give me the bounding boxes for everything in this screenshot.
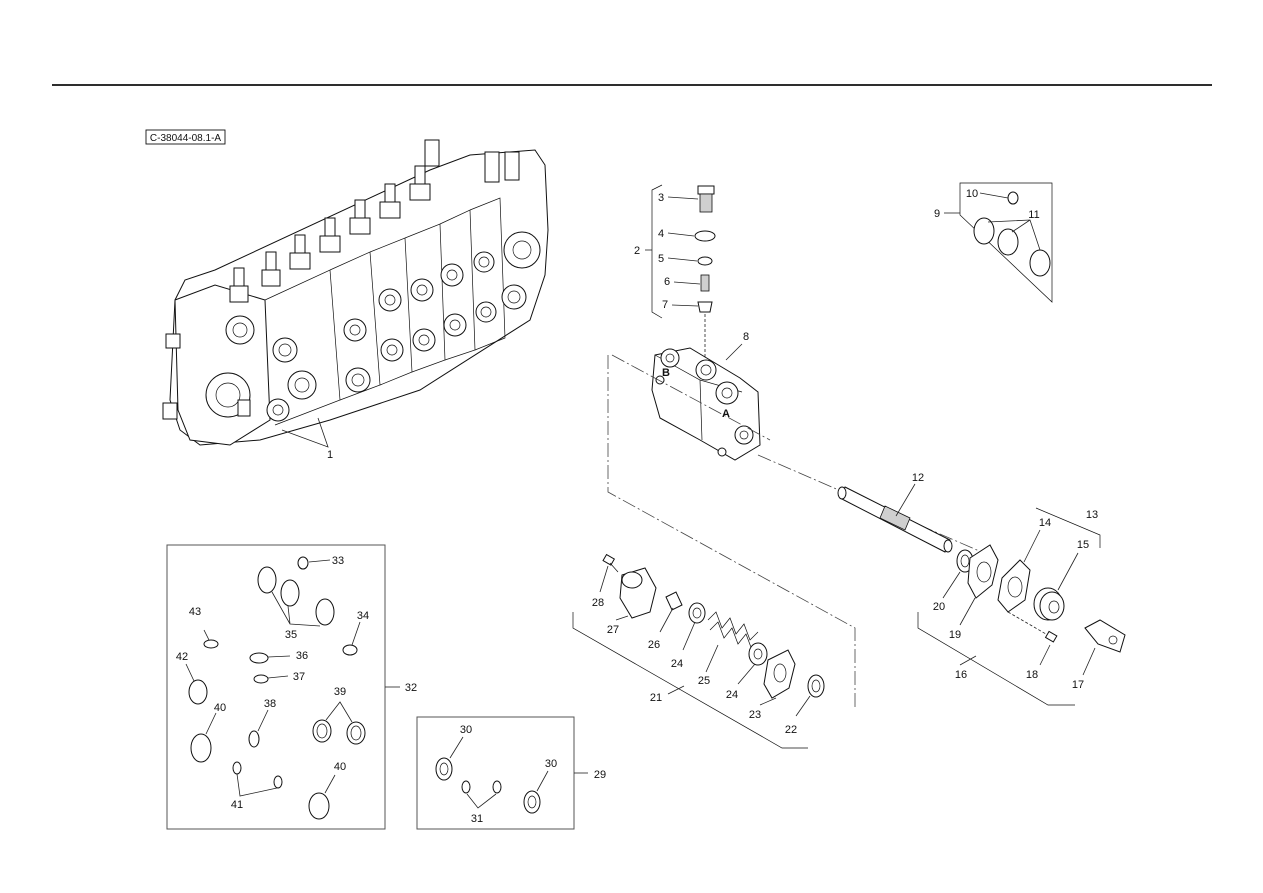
callout-27: 27 <box>607 624 619 636</box>
callout-24a: 24 <box>671 658 683 670</box>
callout-37: 37 <box>293 671 305 683</box>
reference-code-tag: C-38044-08.1-A <box>145 129 226 145</box>
seal-kit-32: 32 33 35 34 43 36 37 42 39 38 40 <box>166 544 417 830</box>
callout-21: 21 <box>650 692 662 704</box>
callout-6: 6 <box>664 276 670 288</box>
valve-section-body: A B 8 <box>651 331 761 461</box>
callout-17: 17 <box>1072 679 1084 691</box>
callout-33: 33 <box>332 555 344 567</box>
callout-40a: 40 <box>214 702 226 714</box>
spool-12: 12 <box>837 472 953 553</box>
svg-text:B: B <box>662 367 670 379</box>
callout-43: 43 <box>189 606 201 618</box>
callout-20: 20 <box>933 601 945 613</box>
callout-1: 1 <box>327 449 333 461</box>
callout-26: 26 <box>648 639 660 651</box>
callout-19: 19 <box>949 629 961 641</box>
callout-39: 39 <box>334 686 346 698</box>
callout-32: 32 <box>405 682 417 694</box>
control-valve-assembly: 1 <box>162 139 549 461</box>
callout-30a: 30 <box>460 724 472 736</box>
callout-18: 18 <box>1026 669 1038 681</box>
spool-envelope-line <box>611 354 771 441</box>
callout-12: 12 <box>912 472 924 484</box>
callout-10: 10 <box>966 188 978 200</box>
callout-2: 2 <box>634 245 640 257</box>
callout-35: 35 <box>285 629 297 641</box>
callout-16: 16 <box>955 669 967 681</box>
callout-7: 7 <box>662 299 668 311</box>
callout-13: 13 <box>1086 509 1098 521</box>
callout-15: 15 <box>1077 539 1089 551</box>
reference-code: C-38044-08.1-A <box>150 133 221 144</box>
callout-9: 9 <box>934 208 940 220</box>
seal-kit-29: 29 30 30 31 <box>416 716 606 830</box>
relief-valve-group: 2 3 4 5 6 7 <box>634 184 716 360</box>
callout-11: 11 <box>1028 209 1039 221</box>
callout-3: 3 <box>658 192 664 204</box>
callout-36: 36 <box>296 650 308 662</box>
seal-kit-9: 9 10 11 <box>934 182 1053 303</box>
callout-29: 29 <box>594 769 606 781</box>
callout-41: 41 <box>231 799 243 811</box>
callout-25: 25 <box>698 675 710 687</box>
callout-4: 4 <box>658 228 664 240</box>
callout-38: 38 <box>264 698 276 710</box>
callout-28: 28 <box>592 597 604 609</box>
spring-return-kit: 28 27 26 24 25 24 23 22 21 <box>572 553 825 749</box>
callout-5: 5 <box>658 253 664 265</box>
spool-end-kit: 13 20 19 14 15 18 17 16 <box>917 507 1126 706</box>
callout-24b: 24 <box>726 689 738 701</box>
callout-14: 14 <box>1039 517 1051 529</box>
assembly-envelope-line <box>607 355 856 710</box>
callout-40b: 40 <box>334 761 346 773</box>
callout-22: 22 <box>785 724 797 736</box>
svg-text:A: A <box>722 408 730 420</box>
callout-23: 23 <box>749 709 761 721</box>
callout-31: 31 <box>471 813 483 825</box>
callout-34: 34 <box>357 610 369 622</box>
callout-42: 42 <box>176 651 188 663</box>
callout-8: 8 <box>743 331 749 343</box>
callout-30b: 30 <box>545 758 557 770</box>
